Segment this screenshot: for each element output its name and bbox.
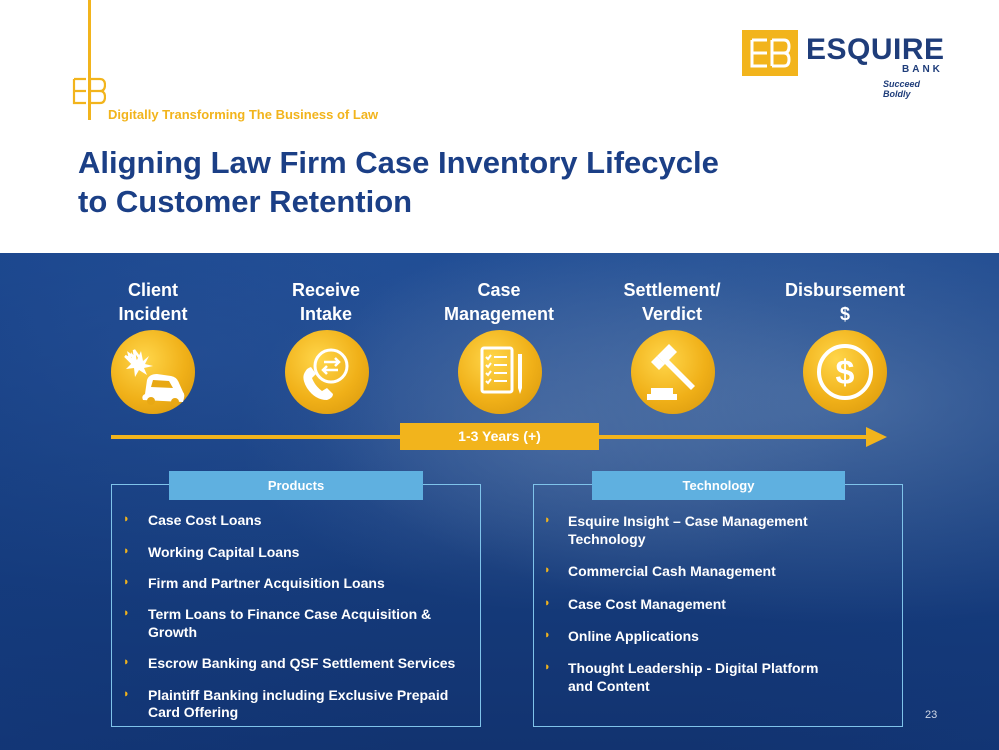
svg-text:$: $ bbox=[836, 354, 855, 392]
bullet-icon: ◗ bbox=[123, 576, 130, 588]
logo-eb-icon bbox=[750, 38, 791, 68]
products-header: Products bbox=[169, 471, 423, 500]
product-item: Escrow Banking and QSF Settlement Servic… bbox=[148, 655, 456, 671]
title-line-2: to Customer Retention bbox=[78, 184, 413, 219]
stage-label-line: Management bbox=[443, 304, 555, 324]
bullet-icon: ◗ bbox=[544, 514, 551, 526]
car-crash-icon bbox=[111, 330, 195, 414]
page-title: Aligning Law Firm Case Inventory Lifecyc… bbox=[78, 143, 898, 221]
logo-name: ESQUIRE bbox=[806, 33, 945, 66]
technology-item: Thought Leadership - Digital Platform bbox=[568, 660, 819, 676]
technology-item: Esquire Insight – Case Management bbox=[568, 513, 808, 529]
stage-label-line: Receive bbox=[291, 280, 361, 300]
product-item-continued: Growth bbox=[148, 624, 197, 640]
page-number: 23 bbox=[925, 709, 938, 721]
logo-slogan: Succeed Boldly bbox=[883, 79, 921, 99]
stage-label-line: $ bbox=[839, 304, 850, 324]
duration-label: 1-3 Years (+) bbox=[400, 423, 599, 450]
esquire-bank-logo: ESQUIRE BANK Succeed Boldly bbox=[742, 29, 945, 99]
bullet-icon: ◗ bbox=[123, 545, 130, 557]
logo-mark bbox=[742, 30, 798, 76]
stage-label-case-management: Case Management bbox=[424, 278, 574, 326]
stage-label-line: Client bbox=[127, 280, 178, 300]
dollar-icon: $ bbox=[803, 330, 887, 414]
product-item: Term Loans to Finance Case Acquisition & bbox=[148, 606, 432, 622]
bullet-icon: ◗ bbox=[544, 661, 551, 673]
eb-monogram-icon bbox=[72, 77, 106, 105]
technology-header: Technology bbox=[592, 471, 845, 500]
product-item-continued: Card Offering bbox=[148, 704, 239, 720]
logo-bank: BANK bbox=[902, 64, 943, 75]
stage-label-receive-intake: Receive Intake bbox=[251, 278, 401, 326]
title-line-1: Aligning Law Firm Case Inventory Lifecyc… bbox=[78, 145, 719, 180]
technology-item: Case Cost Management bbox=[568, 596, 726, 612]
bullet-icon: ◗ bbox=[544, 597, 551, 609]
bullet-icon: ◗ bbox=[123, 688, 130, 700]
timeline-arrow-head-icon bbox=[866, 427, 887, 447]
product-item: Firm and Partner Acquisition Loans bbox=[148, 575, 385, 591]
product-item: Case Cost Loans bbox=[148, 512, 262, 528]
phone-exchange-icon bbox=[285, 330, 369, 414]
bullet-icon: ◗ bbox=[123, 513, 130, 525]
checklist-icon bbox=[458, 330, 542, 414]
product-item: Working Capital Loans bbox=[148, 544, 300, 560]
stage-label-line: Intake bbox=[299, 304, 353, 324]
technology-item-continued: and Content bbox=[568, 678, 650, 694]
bullet-icon: ◗ bbox=[544, 629, 551, 641]
stage-label-line: Verdict bbox=[641, 304, 703, 324]
bullet-icon: ◗ bbox=[123, 607, 130, 619]
stage-label-line: Case bbox=[477, 280, 521, 300]
stage-label-client-incident: Client Incident bbox=[78, 278, 228, 326]
technology-item: Commercial Cash Management bbox=[568, 563, 776, 579]
gavel-icon bbox=[631, 330, 715, 414]
gold-vertical-rule bbox=[88, 0, 91, 120]
stage-label-line: Settlement/ bbox=[623, 280, 721, 300]
bullet-icon: ◗ bbox=[123, 656, 130, 668]
stage-label-settlement-verdict: Settlement/ Verdict bbox=[597, 278, 747, 326]
product-item: Plaintiff Banking including Exclusive Pr… bbox=[148, 687, 449, 703]
stage-label-line: Incident bbox=[118, 304, 188, 324]
technology-item: Online Applications bbox=[568, 628, 699, 644]
tagline: Digitally Transforming The Business of L… bbox=[108, 107, 379, 122]
stage-label-disbursement: Disbursement $ bbox=[770, 278, 920, 326]
stage-label-line: Disbursement bbox=[784, 280, 906, 300]
technology-item-continued: Technology bbox=[568, 531, 646, 547]
bullet-icon: ◗ bbox=[544, 564, 551, 576]
